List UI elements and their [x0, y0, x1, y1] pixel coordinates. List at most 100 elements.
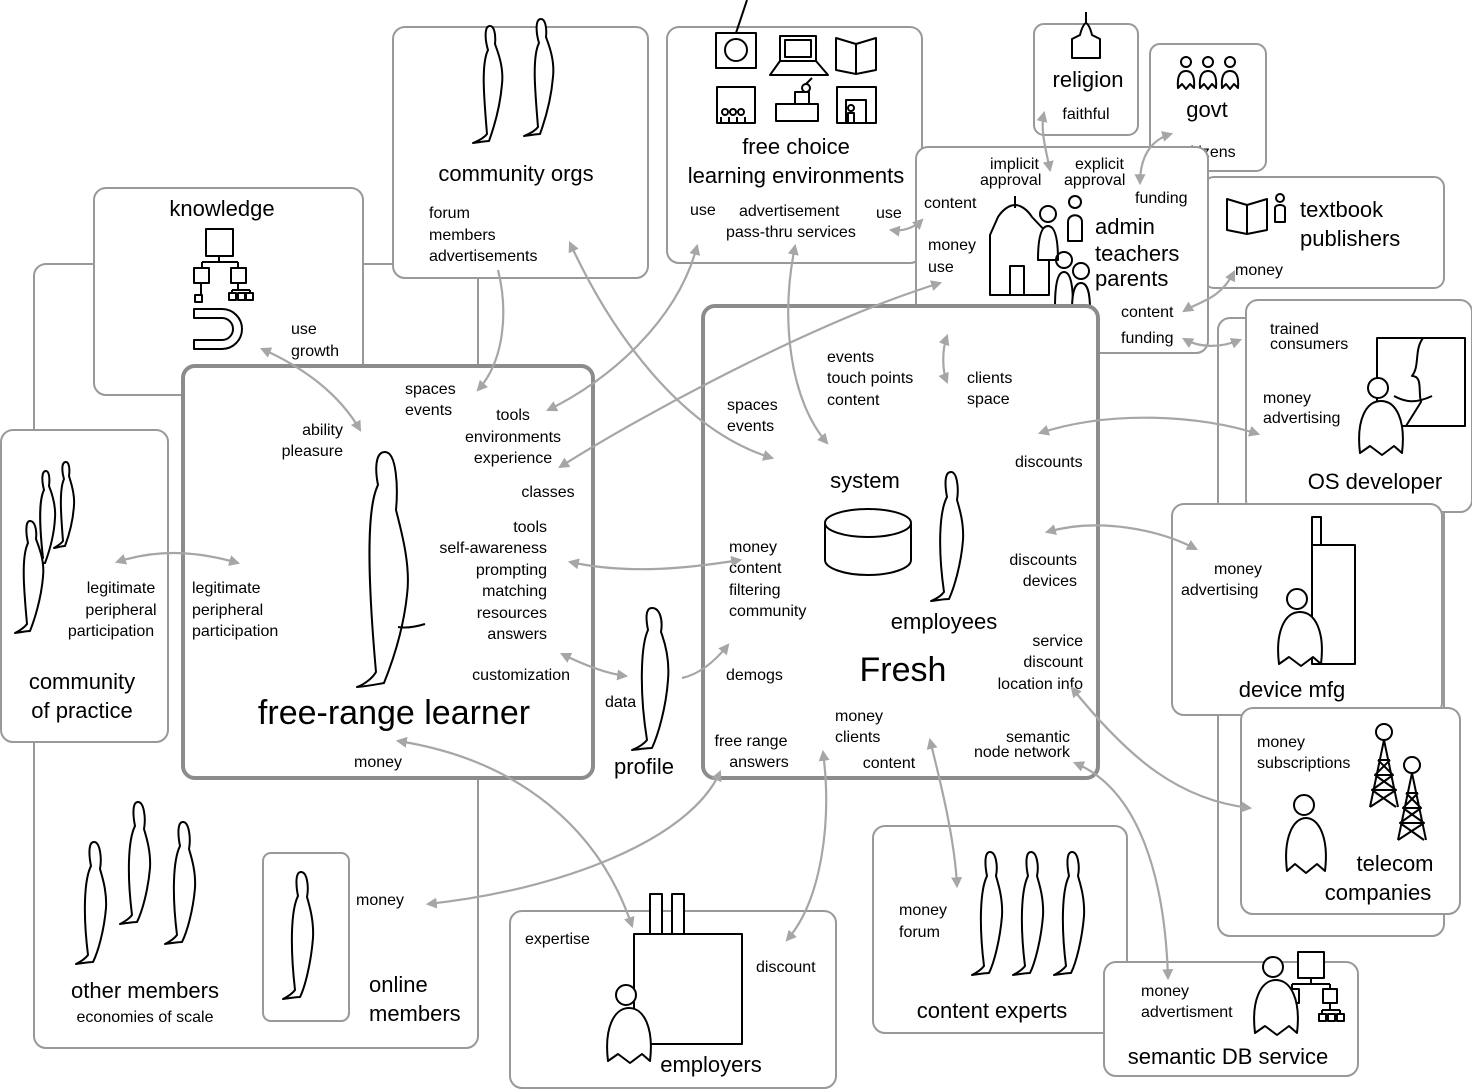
online-members-block: money online members — [262, 852, 461, 1026]
label-content-2: content — [729, 560, 782, 577]
teacher-icon — [1067, 195, 1083, 242]
person-icon — [1253, 956, 1299, 1036]
label-money: money — [928, 237, 976, 254]
label-subscriptions: subscriptions — [1257, 755, 1350, 772]
profile-block: data profile — [605, 607, 674, 779]
person-icon — [523, 18, 555, 137]
label-funding: funding — [1135, 190, 1188, 207]
person-icon — [1012, 851, 1045, 976]
person-icon — [1274, 193, 1286, 223]
telecom-box: money subscriptions telecom companies — [1240, 707, 1461, 915]
label-free-range: free range — [715, 733, 788, 750]
tv-icon — [715, 0, 757, 69]
label-peripheral: peripheral — [192, 602, 263, 619]
fresh-box: events touch points content clients spac… — [701, 304, 1100, 780]
label-use-2: use — [876, 205, 902, 222]
citizens-icon — [1176, 56, 1240, 90]
church-icon — [1071, 12, 1101, 59]
label-service: service — [1032, 633, 1083, 650]
label-money: money — [1257, 734, 1305, 751]
cop-title-2: of practice — [31, 698, 133, 723]
label-discount: discount — [756, 959, 816, 976]
label-semantic: semantic — [1006, 729, 1070, 746]
label-spaces: spaces — [727, 397, 778, 414]
textbook-title-2: publishers — [1300, 226, 1400, 251]
person-icon — [1277, 588, 1323, 667]
person-icon — [606, 984, 652, 1064]
label-space: space — [967, 391, 1010, 408]
relationship-arrows — [114, 110, 1261, 981]
label-expertise: expertise — [525, 931, 590, 948]
label-legitimate: legitimate — [192, 580, 261, 597]
label-prompting: prompting — [476, 562, 547, 579]
community-orgs-title: community orgs — [438, 161, 593, 186]
label-advertisement: advertisement — [739, 203, 840, 220]
person-icon — [282, 871, 315, 1000]
fresh-title: Fresh — [860, 651, 947, 689]
employers-title: employers — [660, 1052, 761, 1077]
free-choice-title-1: free choice — [742, 134, 850, 159]
label-filtering: filtering — [729, 582, 781, 599]
label-tools: tools — [496, 407, 530, 424]
label-environments: environments — [465, 429, 561, 446]
cop-title-1: community — [29, 669, 135, 694]
book-icon — [1226, 198, 1268, 235]
label-peripheral: peripheral — [85, 602, 156, 619]
system-title: system — [830, 468, 900, 493]
online-members-title-1: online — [369, 972, 428, 997]
label-money: money — [1235, 262, 1283, 279]
person-icon — [119, 801, 152, 925]
textbook-title-1: textbook — [1300, 197, 1384, 222]
label-use: use — [690, 202, 716, 219]
label-advertising: advertising — [1181, 582, 1258, 599]
os-developer-box: trained consumers money advertising OS d… — [1245, 299, 1472, 513]
role-teachers: teachers — [1095, 241, 1179, 266]
person-icon — [14, 520, 45, 634]
person-icon — [75, 841, 108, 965]
label-pleasure: pleasure — [282, 443, 343, 460]
hierarchy-icon — [193, 228, 254, 303]
label-content-2: content — [1121, 304, 1174, 321]
label-demogs: demogs — [726, 667, 783, 684]
label-money: money — [729, 539, 777, 556]
label-participation: participation — [68, 623, 154, 640]
label-advertising: advertising — [1263, 410, 1340, 427]
label-devices: devices — [1023, 573, 1077, 590]
label-consumers: consumers — [1270, 336, 1348, 353]
label-discounts-2: discounts — [1009, 552, 1077, 569]
label-answers: answers — [729, 754, 789, 771]
other-members-title: other members — [71, 978, 219, 1003]
label-growth: growth — [291, 343, 339, 360]
person-icon — [53, 461, 76, 549]
other-members-block: other members economies of scale — [71, 801, 219, 1026]
label-money: money — [899, 902, 947, 919]
label-content-3: content — [863, 755, 916, 772]
book-icon — [835, 37, 877, 75]
employee-person-icon — [930, 471, 965, 602]
community-orgs-box: community orgs forum members advertiseme… — [392, 18, 649, 279]
label-money: money — [356, 892, 404, 909]
tower-icon — [1369, 723, 1427, 841]
employers-box: expertise discount employers — [509, 893, 837, 1089]
label-money: money — [1141, 983, 1189, 1000]
content-experts-title: content experts — [917, 998, 1067, 1023]
person-icon — [1285, 794, 1327, 874]
learner-title: free-range learner — [258, 694, 530, 732]
person-icon — [472, 25, 504, 144]
semantic-db-title: semantic DB service — [1128, 1044, 1329, 1069]
label-answers: answers — [487, 626, 547, 643]
label-faithful: faithful — [1062, 106, 1109, 123]
label-use: use — [291, 321, 317, 338]
label-customization: customization — [472, 667, 570, 684]
textbook-box: textbook publishers money — [1203, 176, 1445, 289]
label-content: content — [924, 195, 977, 212]
label-ability: ability — [302, 422, 343, 439]
label-location-info: location info — [998, 676, 1083, 693]
telecom-title-2: companies — [1325, 880, 1431, 905]
label-pass-thru: pass-thru services — [726, 224, 856, 241]
label-events: events — [405, 402, 452, 419]
role-parents: parents — [1095, 266, 1168, 291]
label-approval-2: approval — [1064, 172, 1125, 189]
label-experience: experience — [474, 450, 552, 467]
role-admin: admin — [1095, 214, 1155, 239]
